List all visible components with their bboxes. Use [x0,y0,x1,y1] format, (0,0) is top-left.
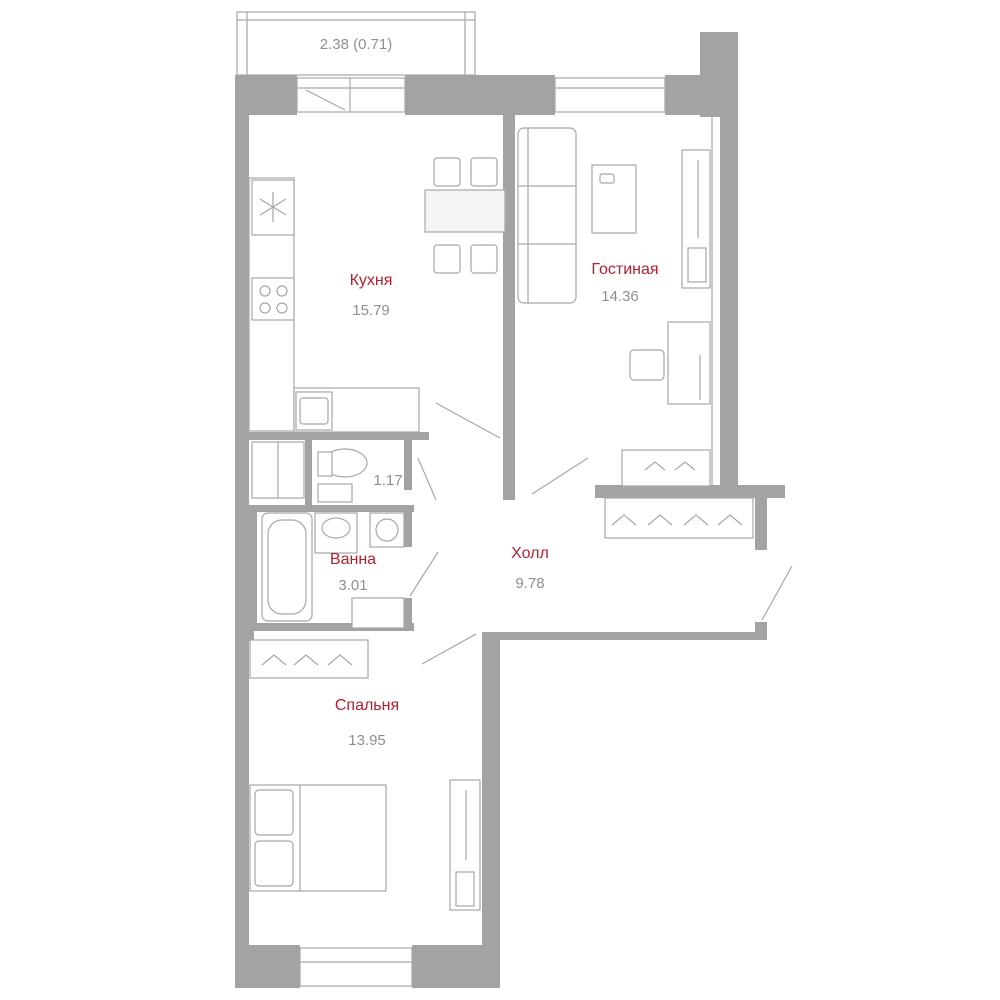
bathroom-fixtures [251,441,405,629]
bedroom-furniture [249,639,481,911]
hall-name: Холл [511,545,549,562]
bedroom-name: Спальня [334,697,400,714]
balcony [236,11,476,76]
kitchen-furniture [248,157,506,433]
kitchen-area: 15.79 [352,302,390,319]
doors [409,402,793,665]
living-area: 14.36 [601,288,639,305]
kitchen-name: Кухня [349,272,393,289]
bedroom-area: 13.95 [348,732,386,749]
living-furniture [517,127,711,487]
hall-area: 9.78 [515,575,545,592]
bath-name: Ванна [329,551,377,568]
balcony-area: 2.38 (0.71) [319,36,393,53]
living-name: Гостиная [591,261,659,278]
hall-wardrobe [604,497,754,539]
snowflake-icon [259,192,287,222]
bath-area: 3.01 [338,577,368,594]
windows [296,77,713,987]
wc-area: 1.17 [373,472,403,489]
walls [235,32,785,988]
